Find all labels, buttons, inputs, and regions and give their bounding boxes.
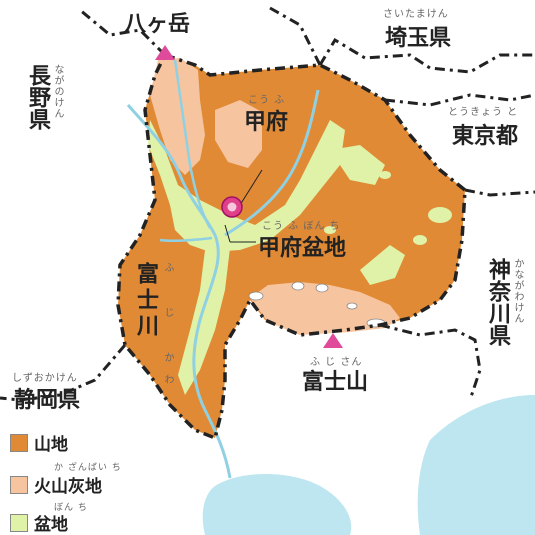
legend-item-volcanic-ash: 火山灰地 (10, 472, 102, 497)
city-marker-inner (227, 202, 237, 212)
basin-area-southeast (360, 245, 405, 285)
prefecture-border (464, 188, 535, 197)
mountain-peak-icon (323, 333, 343, 348)
leader-line (224, 224, 231, 243)
lake-small (291, 281, 305, 291)
volcanic-ash-area-fuji (250, 282, 400, 335)
label-kofu: 甲府 (244, 110, 289, 135)
legend-item-mountain: 山地 (10, 430, 68, 455)
basin-spot (324, 226, 336, 234)
lake-small (248, 291, 264, 301)
prefecture-border (269, 6, 322, 66)
river (224, 89, 320, 237)
basin-spot (413, 235, 427, 245)
label-kofu-basin: 甲府盆地 (258, 236, 347, 261)
ruby-kofu-basin: こう ふ ぼん ち (262, 221, 341, 232)
sea-water (417, 395, 535, 535)
label-mt-fuji: 富士山 (302, 370, 369, 395)
legend-swatch-volcanic-ash (10, 475, 28, 494)
volcanic-ash-area-north (150, 58, 205, 175)
ruby-fuji-river: ふ じ かわ (162, 262, 173, 396)
prefecture-border (384, 93, 535, 107)
ruby-kanagawa: かながわけん (512, 258, 523, 324)
label-saitama: 埼玉県 (385, 26, 452, 51)
lake-water (202, 474, 352, 535)
prefecture-border (318, 37, 535, 74)
river (173, 59, 212, 229)
ruby-mt-fuji: ふ じ さん (310, 357, 363, 368)
prefecture-border (379, 323, 482, 401)
legend-swatch-mountain (10, 433, 28, 452)
ruby-shizuoka: しずおかけん (12, 373, 78, 384)
volcanic-ash-area-kofu (215, 100, 262, 168)
label-shizuoka: 静岡県 (14, 388, 81, 413)
lake-small (315, 283, 329, 293)
basin-spot (428, 207, 452, 223)
label-yatsugatake: 八ヶ岳 (124, 12, 191, 37)
basin-area-east (330, 145, 385, 185)
lake-small (346, 302, 358, 310)
river (159, 236, 213, 243)
ruby-tokyo: とうきょう と (448, 107, 519, 118)
legend-label-volcanic-ash: 火山灰地 (34, 477, 102, 497)
label-fuji-river: 富士川 (133, 262, 158, 340)
river (126, 104, 232, 479)
label-kanagawa: 神奈川県 (485, 258, 510, 346)
basin-area-south (178, 248, 230, 395)
legend-label-basin: 盆地 (34, 515, 68, 535)
ruby-kofu: こう ふ (248, 95, 286, 106)
prefecture-border (0, 344, 127, 402)
mountain-peak-icon (155, 45, 175, 60)
basin-spot (379, 171, 391, 179)
ruby-saitama: さいたまけん (383, 9, 449, 20)
legend-item-basin: 盆地 (10, 510, 68, 535)
leader-line (239, 169, 263, 206)
legend-label-mountain: 山地 (34, 435, 68, 455)
legend-ruby-volcanic-ash: か ざんばい ち (54, 463, 122, 473)
legend-ruby-basin: ぼん ち (54, 503, 88, 513)
prefecture-border (79, 8, 167, 57)
ruby-nagano: ながのけん (52, 64, 63, 119)
label-nagano: 長野県 (25, 64, 50, 130)
prefecture-border-yamanashi (116, 52, 467, 441)
legend-swatch-basin (10, 513, 28, 532)
basin-area (148, 120, 345, 252)
label-tokyo: 東京都 (452, 124, 519, 149)
map-legend: 山地 か ざんばい ち 火山灰地 ぼん ち 盆地 (10, 424, 122, 535)
